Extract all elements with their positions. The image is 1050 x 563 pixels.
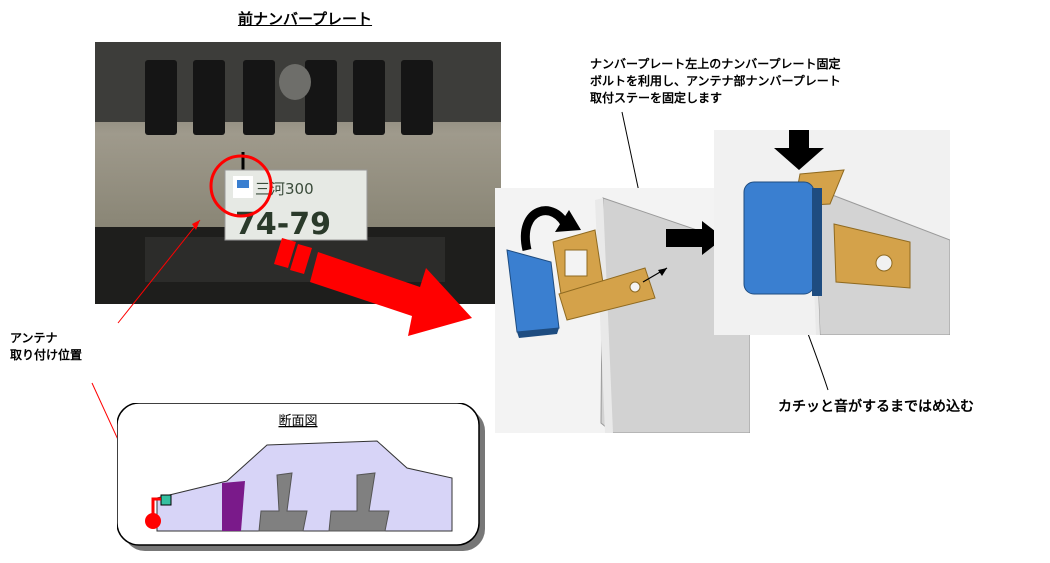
right-arrow-icon — [666, 221, 724, 255]
front-seat — [258, 472, 308, 532]
antenna-module-attached — [743, 181, 822, 296]
antenna-marker — [160, 494, 172, 506]
antenna-position-label: アンテナ 取り付け位置 — [10, 331, 83, 362]
instruction-text: ナンバープレート左上のナンバープレート固定 ボルトを利用し、アンテナ部ナンバープ… — [590, 57, 841, 105]
big-red-arrow — [274, 238, 472, 336]
steering-column — [222, 481, 245, 531]
mounting-bracket — [552, 229, 656, 321]
rotate-arrow-icon — [520, 206, 581, 252]
cross-section-title: 断面図 — [278, 414, 317, 429]
bracket-step2-panel — [714, 130, 950, 335]
label-pointer-line — [117, 219, 201, 324]
down-arrow-icon — [774, 130, 824, 170]
cross-section-diagram: 断面図 — [116, 402, 487, 553]
car-front-photo: 三河300 74-79 — [95, 42, 501, 304]
antenna-on-plate — [237, 180, 249, 188]
antenna-position-dot — [145, 513, 161, 529]
antenna-highlight-circle — [209, 154, 273, 218]
antenna-module — [506, 249, 560, 338]
rear-seat — [328, 472, 390, 532]
front-plate-title: 前ナンバープレート — [237, 10, 373, 28]
snap-in-label: カチッと音がするまではめ込む — [778, 399, 974, 415]
